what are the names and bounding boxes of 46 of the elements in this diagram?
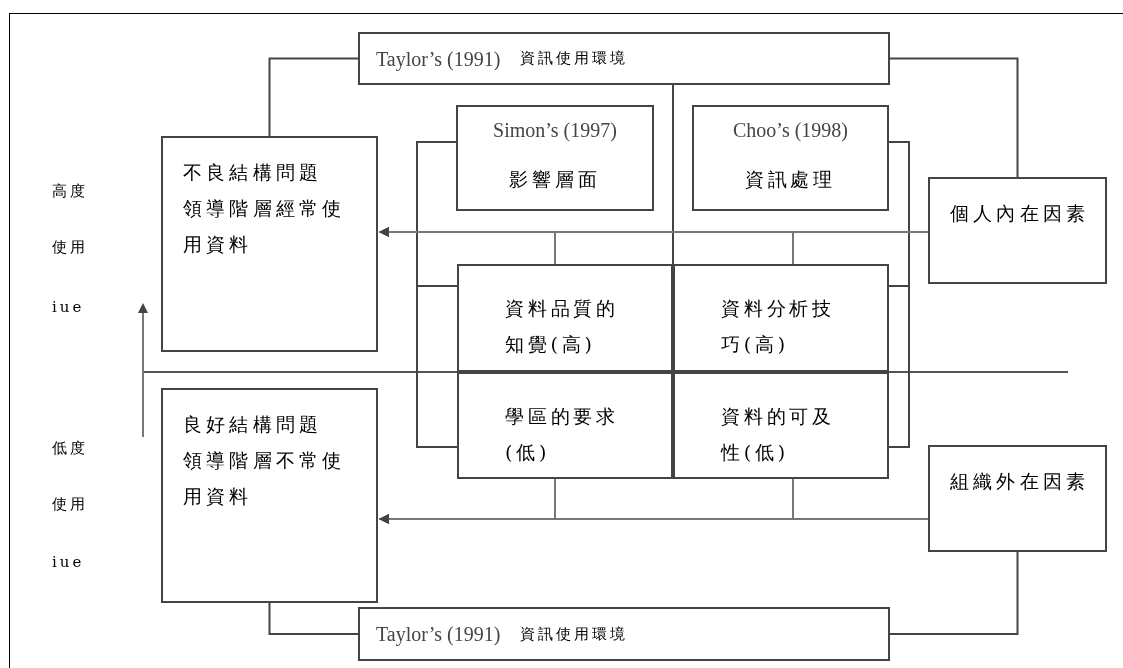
source-box [692, 105, 889, 211]
connector-line [889, 57, 1019, 178]
citation-text: Choo’s (1998) [733, 118, 848, 144]
citation-text: Taylor’s (1991) [376, 46, 501, 73]
box-text: 良好結構問題 [183, 412, 324, 437]
connector-line [672, 84, 674, 265]
box-text: 領導階層經常使用資料 [183, 196, 347, 257]
box-text: 資訊使用環境 [520, 48, 629, 70]
grid-cell [673, 372, 889, 479]
connector-line [268, 602, 359, 635]
citation-text: Simon’s (1997) [493, 118, 617, 144]
axis-label: 使用 [52, 237, 88, 258]
box-text: 不良結構問題 [183, 160, 324, 185]
source-box [456, 105, 654, 211]
cell-text: 資料分析技巧(高) [721, 296, 836, 357]
box-text: 領導階層不常使用資料 [183, 448, 347, 509]
cell-text: 資料品質的知覺(高) [505, 296, 620, 357]
axis-label: iue [52, 297, 85, 318]
axis-label: iue [52, 552, 85, 573]
concept-box [161, 388, 378, 603]
grid-cell [457, 372, 673, 479]
box-text: 影響層面 [509, 167, 601, 192]
cell-text: 學區的要求(低) [505, 404, 620, 465]
cell-text: 資料的可及性(低) [721, 404, 836, 465]
quadrant-grid [457, 264, 889, 479]
axis-label: 低度 [52, 438, 88, 459]
citation-text: Taylor’s (1991) [376, 622, 501, 648]
grid-cell [673, 264, 889, 372]
axis-label: 使用 [52, 494, 88, 515]
connector-line [889, 551, 1019, 635]
concept-box [161, 136, 378, 352]
source-box [358, 32, 890, 85]
arrow [378, 478, 794, 524]
concept-box [928, 177, 1107, 284]
connector-line [416, 141, 458, 448]
arrow [378, 227, 794, 265]
connector-line [268, 57, 359, 137]
concept-box [928, 445, 1107, 552]
grid-cell [457, 264, 673, 372]
box-text: 資訊使用環境 [520, 623, 629, 645]
source-box [358, 607, 890, 661]
box-text: 個人內在因素 [950, 201, 1091, 226]
axis-label: 高度 [52, 181, 88, 202]
box-text: 資訊處理 [744, 167, 837, 192]
connector-line [888, 141, 910, 448]
box-text: 組織外在因素 [950, 469, 1091, 494]
